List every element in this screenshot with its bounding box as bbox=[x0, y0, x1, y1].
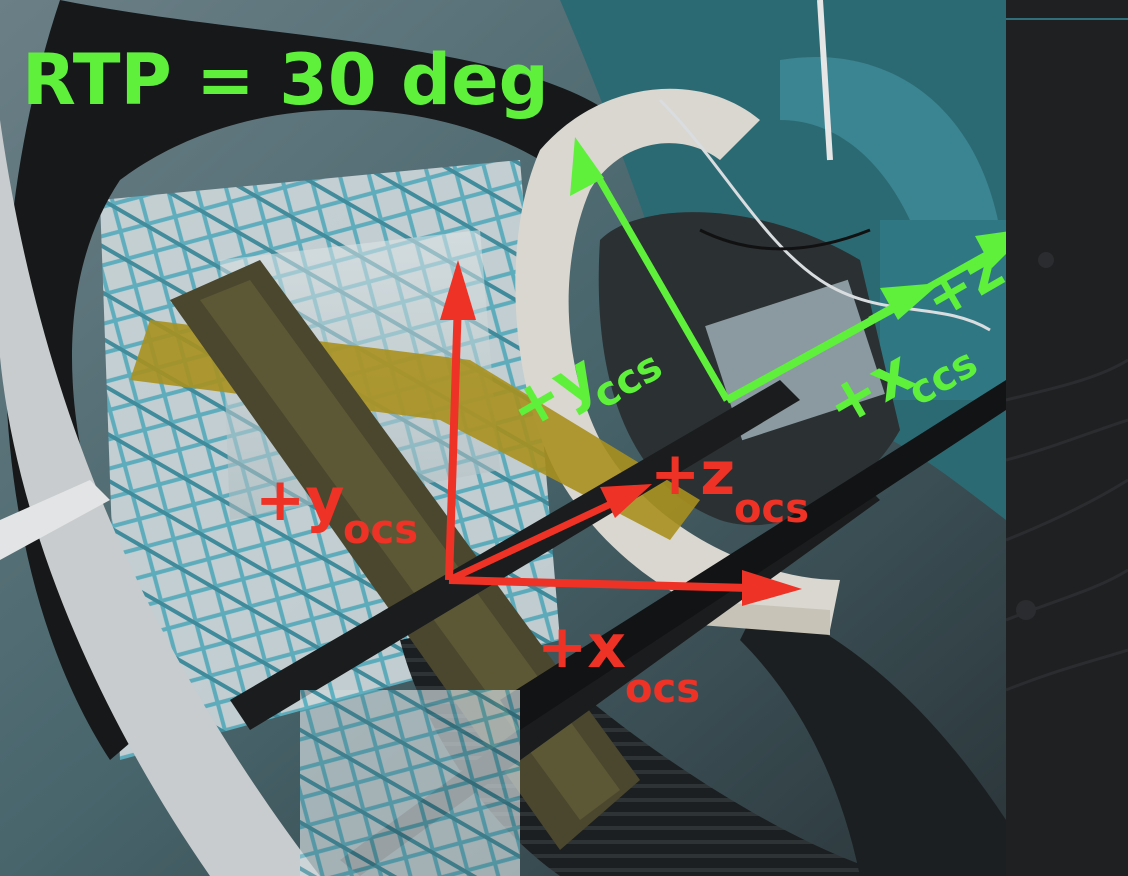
rtp-title: RTP = 30 deg bbox=[22, 39, 549, 121]
ocs-z-arrowhead bbox=[600, 484, 652, 518]
lower-scaffold bbox=[300, 690, 520, 876]
side-panel bbox=[1006, 0, 1128, 876]
ccs-z-arrowhead bbox=[975, 231, 1006, 268]
side-accent-rule bbox=[1006, 18, 1128, 20]
ccs-y-arrowhead bbox=[570, 137, 604, 196]
ocs-y-arrowhead bbox=[440, 260, 476, 320]
ocs-x-arrowhead bbox=[742, 570, 802, 606]
cable-2 bbox=[699, 228, 871, 251]
photo-canvas: +y ocs +x ocs +z ocs +y ccs +x ccs +z cc… bbox=[0, 0, 1006, 876]
strut-upper bbox=[230, 380, 800, 730]
ocs-z-subscript: ocs bbox=[734, 486, 809, 532]
ocs-y-subscript: ocs bbox=[343, 507, 418, 553]
ocs-x-subscript: ocs bbox=[625, 666, 700, 712]
ocs-x-arrow bbox=[448, 576, 751, 592]
telescope-photo: +y ocs +x ocs +z ocs +y ccs +x ccs +z cc… bbox=[0, 0, 1006, 876]
olive-box-face bbox=[200, 280, 620, 820]
pipe bbox=[817, 0, 833, 161]
ocs-z-label: +z bbox=[650, 439, 735, 509]
dark-ring-left bbox=[5, 0, 620, 760]
beam-highlight bbox=[0, 480, 110, 560]
ccs-y-arrow bbox=[596, 178, 731, 402]
ocs-y-label: +y bbox=[255, 465, 344, 535]
ocs-x-label: +x bbox=[537, 612, 626, 682]
strut-right bbox=[500, 380, 1006, 730]
ccs-z-arrow bbox=[868, 246, 997, 324]
dark-ring-right bbox=[740, 600, 1006, 876]
cable-1 bbox=[658, 98, 991, 332]
ocs-axes: +y ocs +x ocs +z ocs bbox=[255, 260, 809, 712]
side-decoration bbox=[1006, 252, 1128, 692]
ocs-z-arrow bbox=[447, 498, 617, 584]
ocs-y-arrow bbox=[445, 299, 462, 581]
